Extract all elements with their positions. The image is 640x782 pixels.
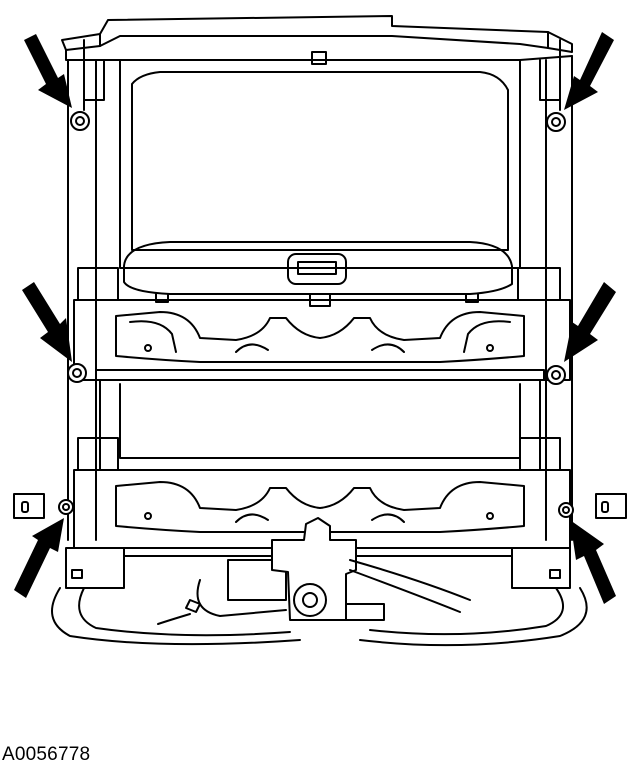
arrow-middle-left <box>22 282 72 362</box>
figure-id-label: A0056778 <box>2 744 91 765</box>
arrow-top-right <box>564 32 614 110</box>
lower-glass-panel <box>77 379 561 471</box>
top-channel <box>61 15 573 65</box>
upper-glass-panel <box>119 59 521 307</box>
arrow-bottom-right <box>570 520 616 604</box>
mounting-nut-top-right <box>546 112 566 132</box>
mounting-nut-bottom-right <box>558 502 574 518</box>
callout-arrows <box>14 32 616 604</box>
arrow-middle-right <box>564 282 616 362</box>
mounting-nut-top-left <box>70 111 90 131</box>
regulator-motor <box>51 517 588 647</box>
arrow-top-left <box>24 34 72 108</box>
mounting-nut-middle-right <box>546 365 566 385</box>
arrow-bottom-left <box>14 518 64 598</box>
mounting-nut-bottom-left <box>58 499 74 515</box>
mounting-nut-middle-left <box>67 363 87 383</box>
mounting-nuts <box>58 111 574 518</box>
upper-cross-member <box>73 267 571 381</box>
regulator-diagram <box>13 15 627 647</box>
